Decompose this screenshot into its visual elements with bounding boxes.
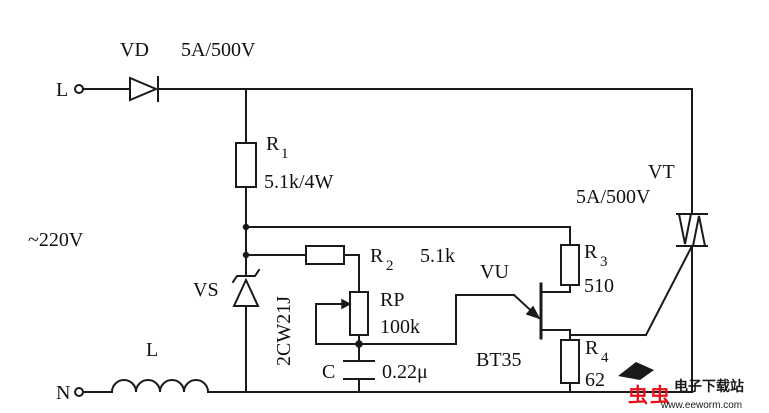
label-r4-sub: 4	[601, 350, 609, 366]
diode-vd	[129, 76, 159, 102]
resistor-r3	[560, 244, 580, 286]
label-vs: VS	[193, 279, 219, 301]
zener-vs	[231, 268, 261, 307]
label-vd-rating: 5A/500V	[181, 39, 256, 61]
label-r3-value: 510	[584, 275, 614, 297]
label-rp-value: 100k	[380, 316, 420, 338]
label-rp: RP	[380, 289, 404, 311]
label-r3-sub: 3	[600, 254, 608, 270]
terminal-n	[74, 387, 84, 397]
node-dot-rp-c	[355, 340, 363, 348]
watermark: 虫 虫 电子下载站 www.eeworm.com	[618, 362, 744, 411]
ujt-vu	[512, 282, 543, 340]
watermark-logo-glyph-1: 虫	[628, 383, 648, 407]
label-r2: R	[370, 245, 384, 267]
inductor-l	[110, 379, 210, 394]
watermark-url: www.eeworm.com	[660, 400, 742, 411]
label-c-value: 0.22μ	[382, 361, 428, 383]
label-c: C	[322, 361, 335, 383]
triac-vt	[676, 213, 708, 247]
label-r3: R	[584, 241, 598, 263]
watermark-logo-glyph-2: 虫	[650, 383, 670, 407]
resistor-r4	[560, 339, 580, 384]
resistor-r1	[235, 142, 257, 188]
label-r2-sub: 2	[386, 258, 394, 274]
label-vs-part: 2CW21J	[273, 296, 295, 366]
node-dot-rail	[242, 223, 250, 231]
node-dot-r2	[242, 251, 250, 259]
label-inductor: L	[146, 339, 158, 361]
terminal-l	[74, 84, 84, 94]
label-r4-value: 62	[585, 369, 605, 391]
capacitor-c	[343, 360, 375, 380]
label-r1: R	[266, 133, 280, 155]
label-vu: VU	[480, 261, 509, 283]
label-r1-value: 5.1k/4W	[264, 171, 334, 193]
label-vd: VD	[120, 39, 149, 61]
label-r1-sub: 1	[281, 146, 289, 162]
watermark-brand: 电子下载站	[674, 378, 744, 394]
watermark-logo-cap	[618, 362, 654, 380]
label-terminal-n: N	[56, 382, 70, 404]
potentiometer-rp	[341, 291, 369, 336]
label-r2-value: 5.1k	[420, 245, 455, 267]
label-source: ~220V	[28, 229, 84, 251]
label-terminal-l: L	[56, 79, 68, 101]
label-vt-rating: 5A/500V	[576, 186, 651, 208]
label-vt: VT	[648, 161, 675, 183]
watermark-logo: 虫 虫	[618, 362, 670, 407]
wires	[83, 88, 694, 393]
wire-gate	[644, 244, 694, 337]
label-vu-part: BT35	[476, 349, 522, 371]
label-r4: R	[585, 337, 599, 359]
resistor-r2	[305, 245, 345, 265]
